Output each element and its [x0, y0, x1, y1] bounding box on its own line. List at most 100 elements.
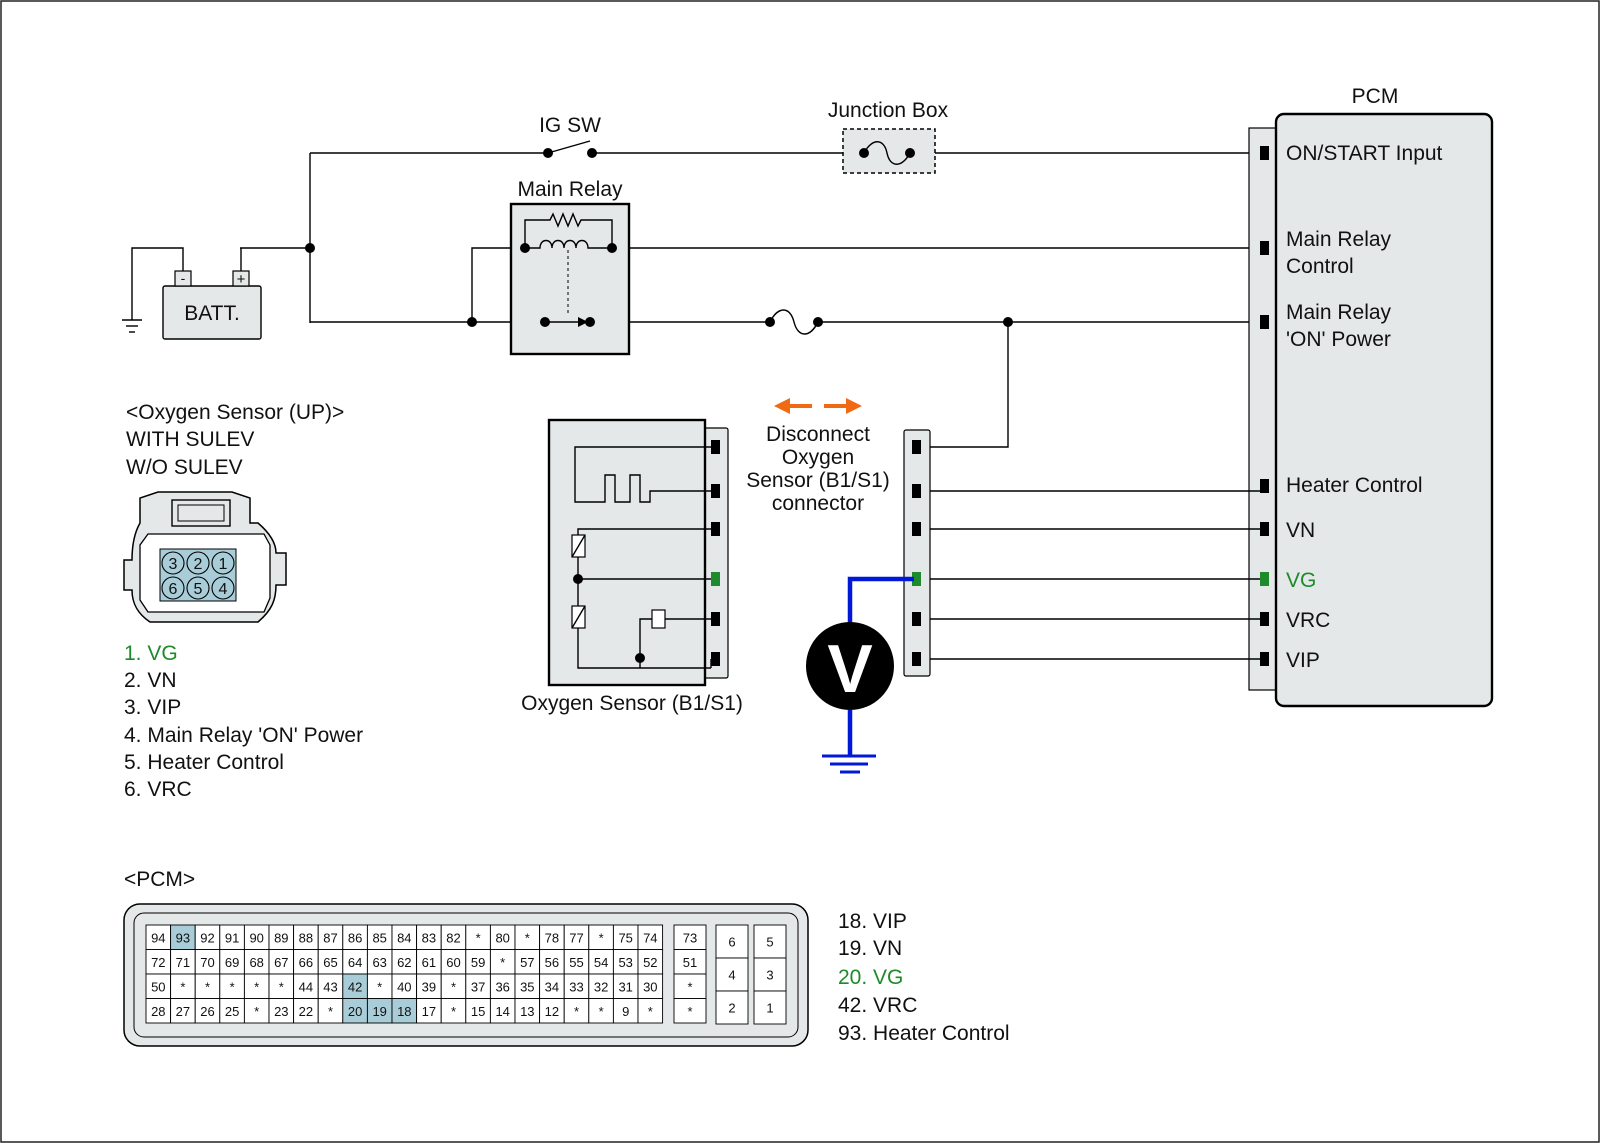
- pcm-label: PCM: [1352, 85, 1399, 108]
- resistor-icon: [524, 212, 613, 248]
- pcm-pin-main-relay-control-1: Main Relay: [1286, 228, 1392, 251]
- pcm-pin-cell: [563, 924, 590, 950]
- pcm-pin-number: *: [205, 979, 210, 994]
- pcm-pin-cell: [145, 973, 172, 999]
- pcm-pin-number: 37: [471, 979, 485, 994]
- pcm-legend-item: 20. VG: [838, 966, 903, 989]
- pcm-pin-number: 61: [422, 955, 436, 970]
- pcm-pin-number: 23: [274, 1004, 288, 1019]
- pcm-pin-number: 88: [299, 930, 313, 945]
- pcm-pin-number: 52: [643, 955, 657, 970]
- pcm-pin-cell: [465, 924, 491, 950]
- pcm-pin-cell: [465, 949, 491, 975]
- pcm-pin-cell: [391, 924, 418, 950]
- pcm-pin-cell: [637, 949, 664, 975]
- pcm-pin-number: 77: [569, 930, 583, 945]
- pcm-pin-number: *: [254, 979, 259, 994]
- pcm-pin-cell: [391, 998, 418, 1024]
- pcm-pin-number: 94: [151, 930, 165, 945]
- pcm-pin-number: 42: [348, 979, 362, 994]
- pcm-pin-number: 84: [397, 930, 411, 945]
- pcm-pin-cell: [637, 998, 664, 1024]
- pcm-pin-number: 31: [618, 979, 632, 994]
- pcm-pin-cell: [145, 924, 172, 950]
- pcm-pin-number: *: [500, 955, 505, 970]
- pcm-pin-number: 14: [495, 1004, 509, 1019]
- disconnect-line-4: connector: [772, 492, 864, 515]
- pcm-pin-number: 91: [225, 930, 239, 945]
- pcm-pin-number: 59: [471, 955, 485, 970]
- pcm-pin-cell: [342, 998, 368, 1024]
- pcm-pin-number: *: [279, 979, 284, 994]
- pcm-pin-number: 65: [323, 955, 337, 970]
- voltmeter-symbol: V: [827, 631, 872, 707]
- pcm-pin-number: 85: [372, 930, 386, 945]
- pcm-pin-cell: [194, 998, 221, 1024]
- pcm-pin-cell: [219, 973, 245, 999]
- disconnect-line-2: Oxygen: [782, 446, 854, 469]
- o2-legend-item: 5. Heater Control: [124, 751, 284, 774]
- pcm-connector-title: <PCM>: [124, 868, 195, 891]
- pcm-pin-number: 34: [545, 979, 559, 994]
- pcm-pin-cell: [753, 924, 787, 959]
- pcm-pin-number: 53: [618, 955, 632, 970]
- o2-pin: 2: [194, 556, 203, 573]
- o2-connector-title: <Oxygen Sensor (UP)>: [126, 401, 344, 424]
- pcm-pin-cell: [514, 949, 541, 975]
- pcm-legend-item: 93. Heater Control: [838, 1022, 1010, 1045]
- pcm-pin-cell: [563, 949, 590, 975]
- pcm-pin-cell: [366, 998, 393, 1024]
- junction-box-label: Junction Box: [828, 99, 949, 122]
- pcm-pin-number: 60: [446, 955, 460, 970]
- pcm-pin-cell: [753, 990, 787, 1025]
- pcm-pin-number: 69: [225, 955, 239, 970]
- pcm-pin-cell: [489, 973, 516, 999]
- battery-minus-label: -: [181, 270, 186, 286]
- junction-box: [842, 128, 936, 174]
- main-relay-label: Main Relay: [517, 178, 623, 201]
- pcm-pin-number: 82: [446, 930, 460, 945]
- ig-sw-label: IG SW: [539, 114, 601, 137]
- pcm-pin-number: 80: [495, 930, 509, 945]
- pcm-pin-main-relay-power-2: 'ON' Power: [1286, 328, 1391, 351]
- pcm-pin-number: 39: [422, 979, 436, 994]
- disconnect-line-3: Sensor (B1/S1): [746, 469, 890, 492]
- o2-pin: 4: [219, 581, 228, 598]
- pcm-pin-number: *: [377, 979, 382, 994]
- pcm-pin-cell: [366, 973, 393, 999]
- o2-legend-item: 1. VG: [124, 642, 178, 665]
- pcm-pin-cell: [293, 949, 319, 975]
- pcm-pin-number: 26: [200, 1004, 214, 1019]
- fuse-icon: [765, 309, 823, 335]
- sensor-harness-wires: [924, 490, 1260, 660]
- pcm-pin-cell: [416, 924, 442, 950]
- pcm-pin-cell: [219, 949, 245, 975]
- o2-connector-sub1: WITH SULEV: [126, 428, 254, 451]
- pcm-pin-number: 63: [372, 955, 386, 970]
- pcm-pin-number: 50: [151, 979, 165, 994]
- pcm-pin-cell: [715, 990, 749, 1025]
- battery-label: BATT.: [184, 302, 240, 325]
- pcm-pin-cell: [539, 949, 565, 975]
- pcm-pin-number: 28: [151, 1004, 165, 1019]
- pcm-pin-cell: [268, 924, 295, 950]
- pcm-legend-item: 42. VRC: [838, 994, 917, 1017]
- o2-connector-sub2: W/O SULEV: [126, 456, 243, 479]
- pcm-pin-cell: [317, 973, 344, 999]
- pcm-pin-number: 33: [569, 979, 583, 994]
- pcm-pin-number: 64: [348, 955, 362, 970]
- pcm-pin-cell: [514, 924, 541, 950]
- pcm-pin-heater-control: Heater Control: [1286, 474, 1423, 497]
- pcm-pin-number: 9: [622, 1004, 629, 1019]
- disconnect-arrows-icon: [774, 398, 862, 414]
- voltmeter-icon: [806, 622, 894, 710]
- pcm-pin-number: 89: [274, 930, 288, 945]
- pcm-pin-cell: [268, 973, 295, 999]
- ig-switch-icon: [543, 140, 597, 158]
- pcm-pin-cell: [539, 973, 565, 999]
- pcm-pin-number: 1: [766, 1001, 773, 1016]
- pcm-pin-cell: [673, 998, 707, 1024]
- pcm-legend-item: 19. VN: [838, 937, 902, 960]
- pcm-pin-number: 40: [397, 979, 411, 994]
